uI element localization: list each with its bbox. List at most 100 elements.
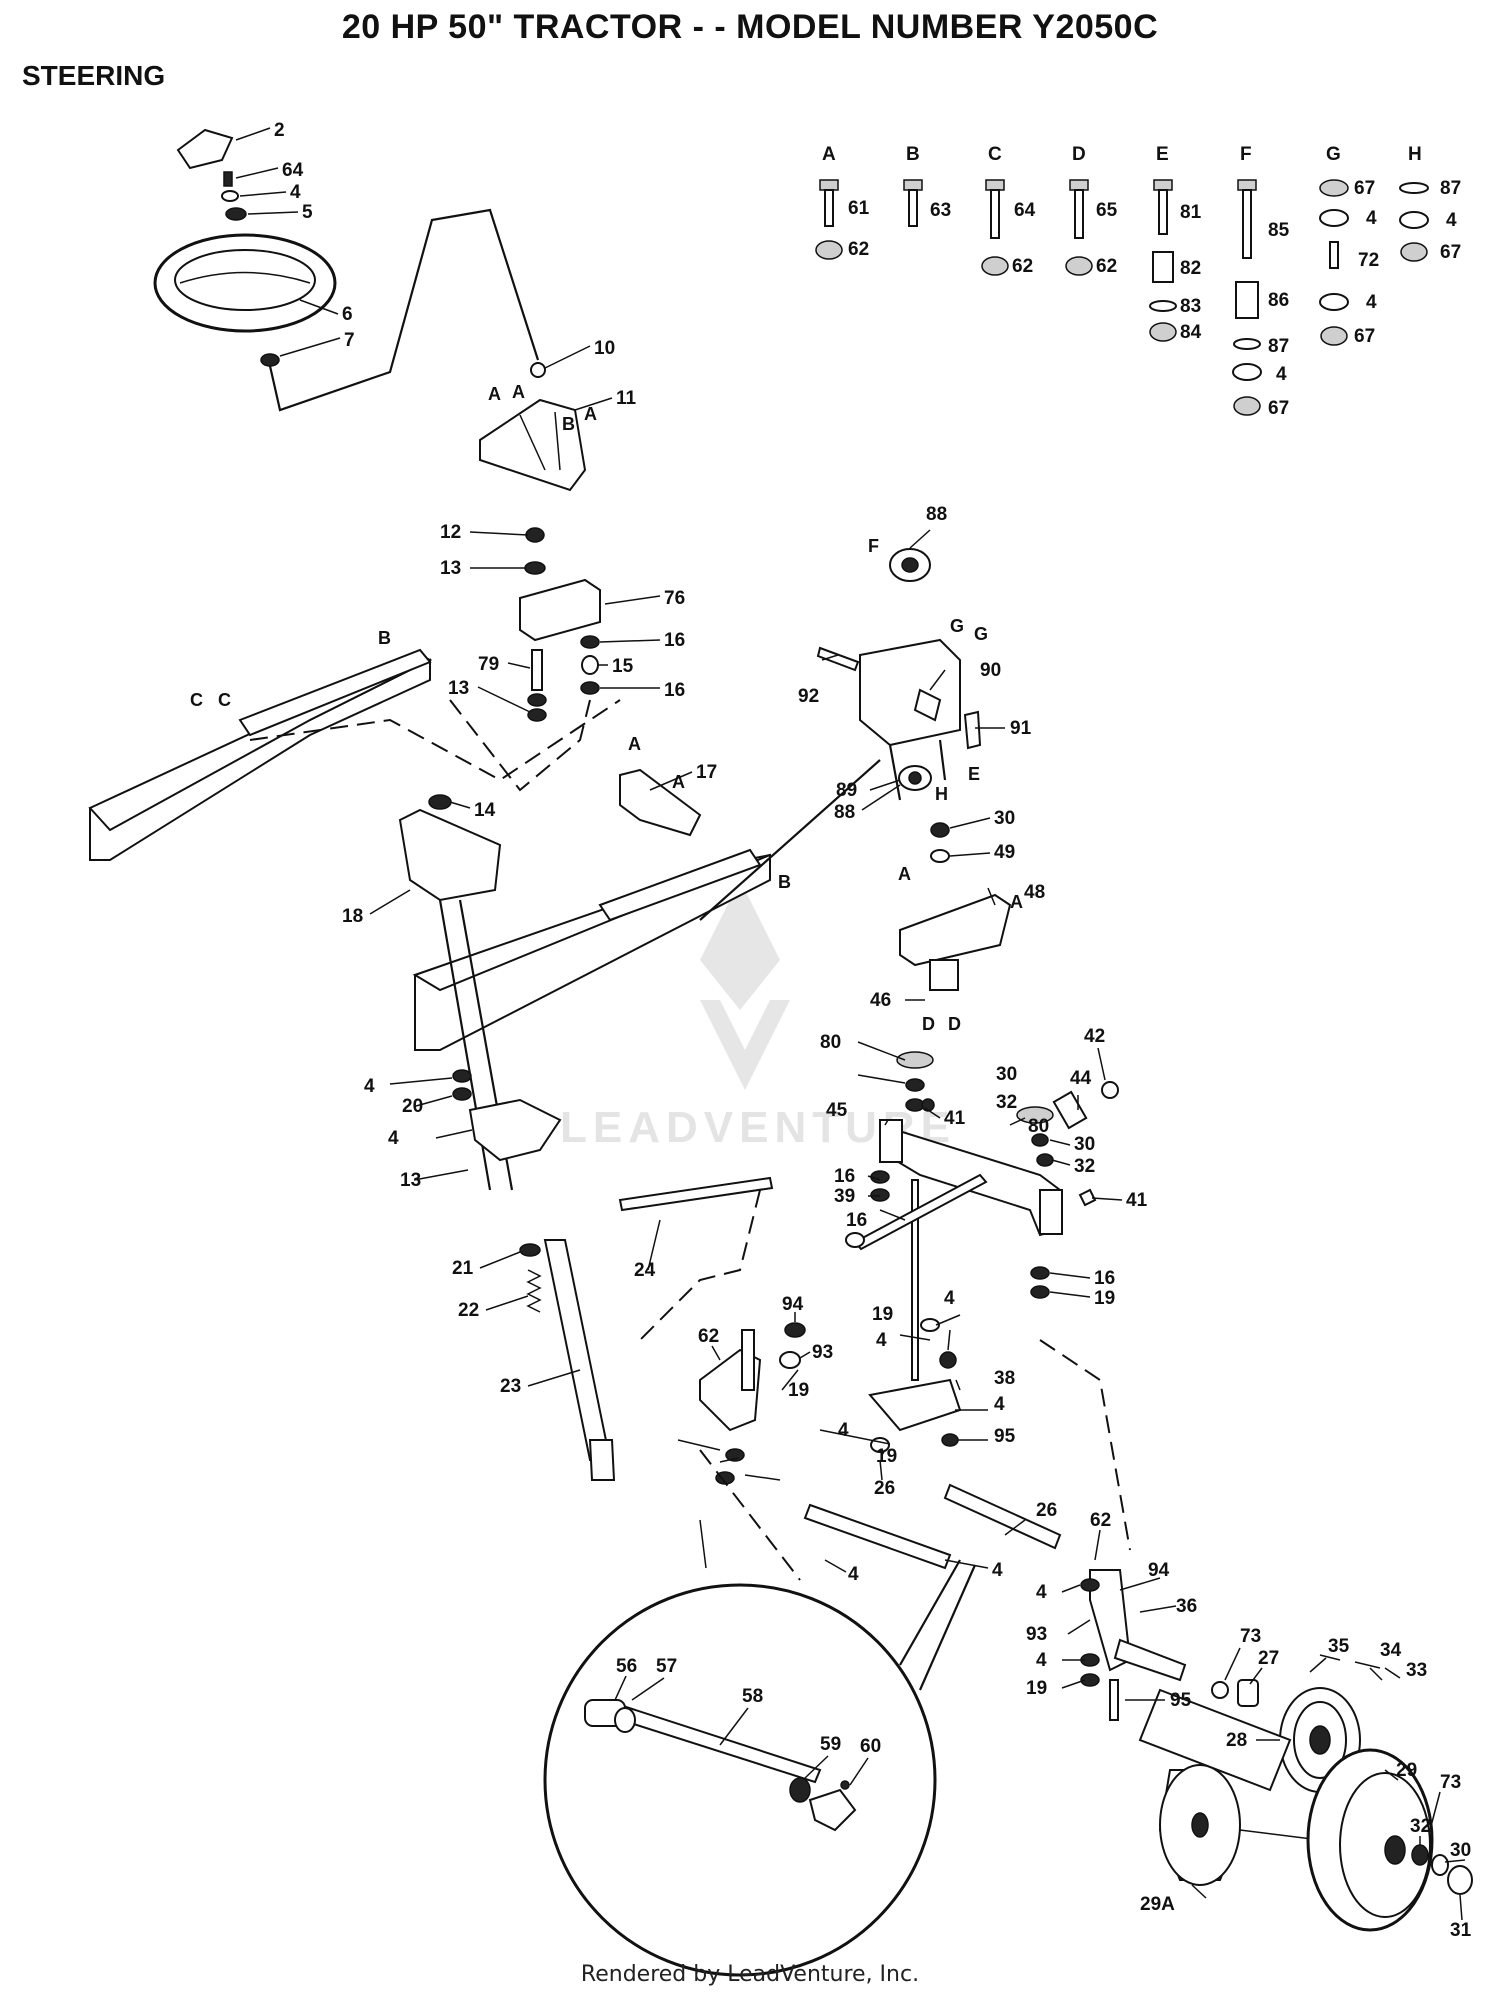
pivot-bolt bbox=[853, 1173, 988, 1251]
callout: 13 bbox=[448, 678, 469, 699]
legend-part-87: 87 bbox=[1268, 336, 1289, 357]
group-letter-g: G bbox=[1326, 144, 1341, 165]
callout: 28 bbox=[1226, 1730, 1247, 1751]
callout: 41 bbox=[1126, 1190, 1148, 1211]
column-shaft-22 bbox=[543, 1239, 612, 1461]
steering-wheel-group bbox=[153, 128, 546, 412]
callout: 11 bbox=[616, 388, 637, 409]
callout: 93 bbox=[1026, 1624, 1047, 1645]
steering-wheel-spoke bbox=[179, 271, 311, 284]
ref-letter: A bbox=[488, 384, 501, 404]
callout: 10 bbox=[594, 338, 615, 359]
column-bracket bbox=[479, 398, 587, 492]
sector-plate bbox=[468, 1098, 562, 1162]
callout: 16 bbox=[664, 680, 685, 701]
steering-arm bbox=[449, 527, 601, 792]
ref-letter: F bbox=[868, 536, 879, 556]
axle-mount-bracket bbox=[899, 893, 1012, 967]
legend-part-67: 67 bbox=[1268, 398, 1289, 419]
callout: 94 bbox=[1148, 1560, 1170, 1581]
legend-part-86: 86 bbox=[1268, 290, 1289, 311]
callout: 24 bbox=[634, 1260, 656, 1281]
hardware-legend bbox=[815, 179, 1429, 416]
callout: 4 bbox=[364, 1076, 375, 1097]
callout: 80 bbox=[1028, 1116, 1049, 1137]
callout: 14 bbox=[474, 800, 496, 821]
callout: 12 bbox=[440, 522, 461, 543]
callout: 23 bbox=[500, 1376, 521, 1397]
legend-part-4c: 4 bbox=[1366, 292, 1377, 313]
ref-letter: A bbox=[672, 772, 685, 792]
callout: 64 bbox=[282, 160, 304, 181]
callout: 92 bbox=[798, 686, 819, 707]
ref-letter: D bbox=[948, 1014, 961, 1034]
callout: 95 bbox=[994, 1426, 1016, 1447]
callout: 36 bbox=[1176, 1596, 1197, 1617]
legend-part-87b: 87 bbox=[1440, 178, 1461, 199]
callout: 29 bbox=[1396, 1760, 1417, 1781]
ref-letter: E bbox=[968, 764, 980, 784]
callout: 35 bbox=[1328, 1636, 1350, 1657]
legend-part-81: 81 bbox=[1180, 202, 1202, 223]
group-letter-a: A bbox=[822, 144, 836, 165]
ref-letter: A bbox=[628, 734, 641, 754]
callout: 58 bbox=[742, 1686, 763, 1707]
tie-rod-left bbox=[803, 1503, 952, 1570]
callout: 34 bbox=[1380, 1640, 1402, 1661]
legend-part-4d: 4 bbox=[1446, 210, 1457, 231]
spring-21 bbox=[526, 1269, 542, 1313]
callout: 7 bbox=[344, 330, 355, 351]
callout: 4 bbox=[290, 182, 301, 203]
callout: 19 bbox=[876, 1446, 897, 1467]
callout: 80 bbox=[820, 1032, 841, 1053]
frame-rails bbox=[88, 648, 771, 1051]
callout: 16 bbox=[834, 1166, 855, 1187]
legend-part-64: 64 bbox=[1014, 200, 1036, 221]
ref-letter: A bbox=[1010, 892, 1023, 912]
callout: 62 bbox=[698, 1326, 719, 1347]
callout: 88 bbox=[834, 802, 855, 823]
ref-letter: G bbox=[950, 616, 964, 636]
callout: 30 bbox=[1074, 1134, 1095, 1155]
callout: 32 bbox=[996, 1092, 1017, 1113]
ref-letter: C bbox=[190, 690, 203, 710]
callout: 49 bbox=[994, 842, 1015, 863]
callout: 30 bbox=[996, 1064, 1017, 1085]
cap-screw bbox=[223, 171, 233, 187]
callout: 2 bbox=[274, 120, 285, 141]
callout: 33 bbox=[1406, 1660, 1427, 1681]
left-frame-rail bbox=[89, 658, 431, 861]
callout: 93 bbox=[812, 1342, 833, 1363]
steering-shaft-cable bbox=[268, 208, 540, 412]
callout: 27 bbox=[1258, 1648, 1279, 1669]
callout: 4 bbox=[1036, 1582, 1047, 1603]
support-bracket bbox=[398, 808, 502, 902]
tie-rod-right bbox=[943, 1483, 1062, 1550]
wheel-hub-nut bbox=[260, 353, 280, 367]
center-bracket bbox=[619, 768, 702, 837]
group-letter-f: F bbox=[1240, 144, 1252, 165]
callout: 4 bbox=[994, 1394, 1005, 1415]
callout: 18 bbox=[342, 906, 363, 927]
callout: 15 bbox=[612, 656, 634, 677]
callout: 90 bbox=[980, 660, 1001, 681]
callout: 79 bbox=[478, 654, 499, 675]
callout: 91 bbox=[1010, 718, 1032, 739]
callout: 17 bbox=[696, 762, 717, 783]
front-axle-assembly bbox=[699, 759, 1131, 1551]
ref-letter: B bbox=[562, 414, 575, 434]
steering-cap bbox=[176, 128, 234, 170]
hardware-legend-labels: A B C D E F G H 61 62 63 64 62 65 62 81 … bbox=[822, 144, 1461, 419]
steering-wheel-inner bbox=[174, 249, 316, 311]
ref-letter: C bbox=[218, 690, 231, 710]
callout: 19 bbox=[1026, 1678, 1047, 1699]
callout: 42 bbox=[1084, 1026, 1105, 1047]
callout: 16 bbox=[664, 630, 685, 651]
callout: 22 bbox=[458, 1300, 479, 1321]
legend-part-83: 83 bbox=[1180, 296, 1201, 317]
callout: 4 bbox=[876, 1330, 887, 1351]
pulley-bracket bbox=[816, 548, 982, 801]
ref-letter: B bbox=[378, 628, 391, 648]
callout: 4 bbox=[992, 1560, 1003, 1581]
callout: 94 bbox=[782, 1294, 804, 1315]
